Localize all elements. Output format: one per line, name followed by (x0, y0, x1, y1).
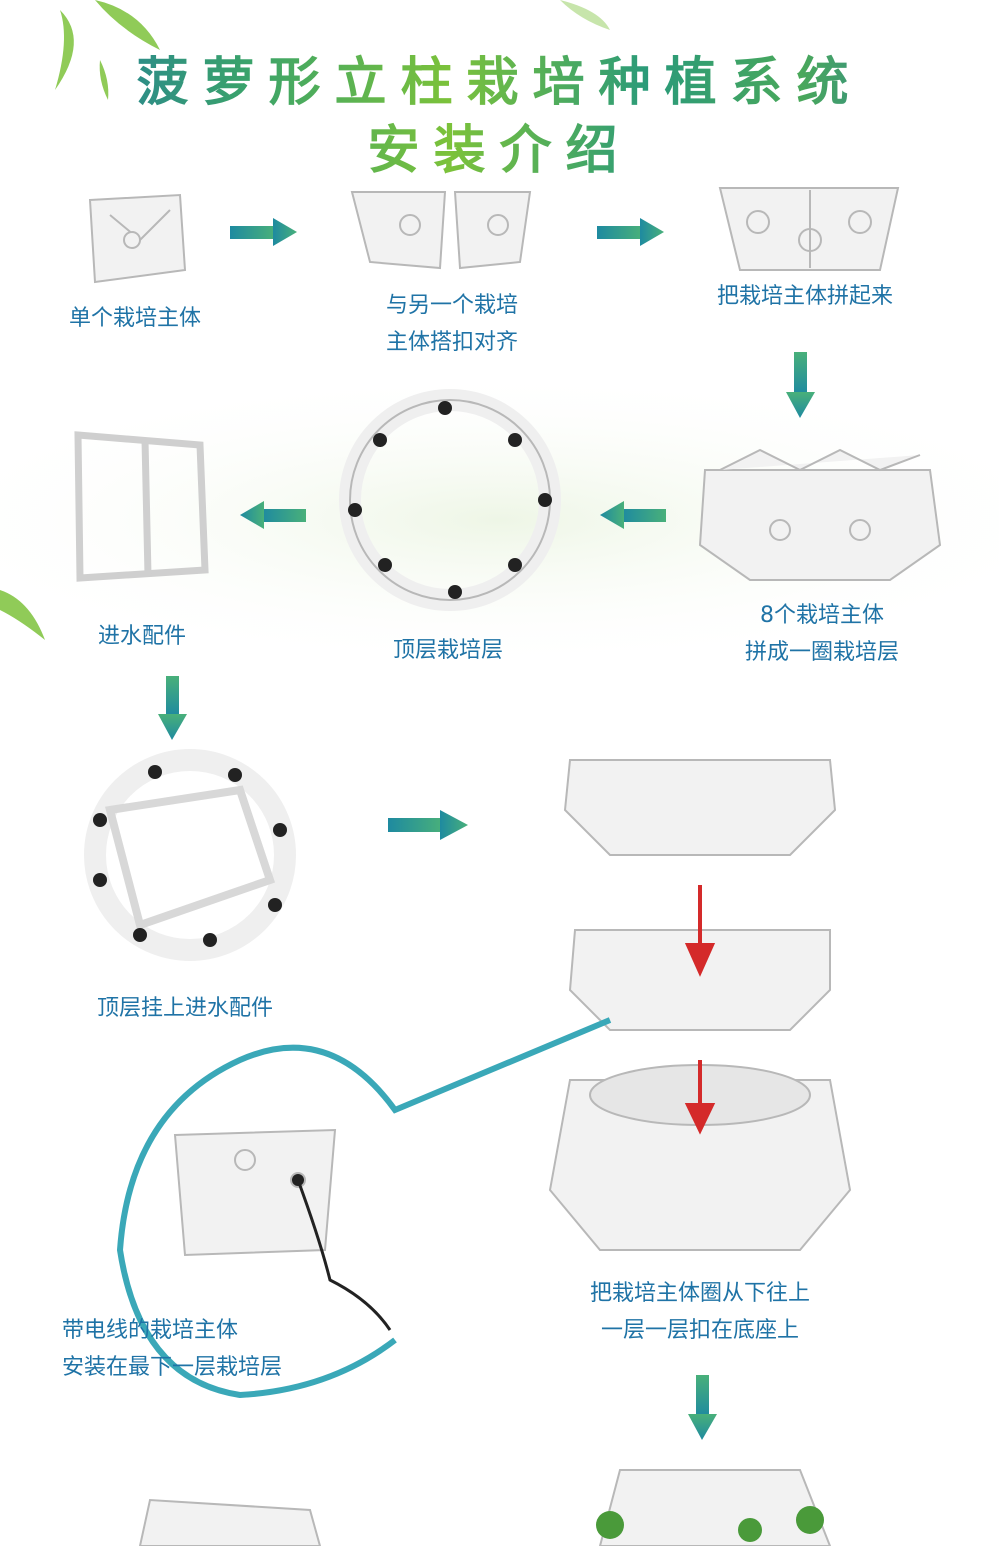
callout-bubble (116, 1017, 612, 1399)
joined-bodies-image (718, 187, 900, 271)
step-label: 单个栽培主体 (68, 306, 201, 331)
ring-tier-image (698, 448, 942, 581)
two-bodies-image (350, 191, 532, 270)
ring-with-frame-image (84, 749, 296, 961)
step-label: 8个栽培主体拼成一圈栽培层 (744, 603, 899, 665)
step-label: 进水配件 (97, 624, 186, 649)
arrow-down-icon (786, 352, 815, 418)
arrow-left-icon (240, 501, 306, 529)
step-label: 把栽培主体圈从下往上一层一层扣在底座上 (589, 1281, 810, 1343)
step-label: 顶层栽培层 (392, 638, 503, 663)
wired-body-image (173, 1128, 337, 1257)
water-inlet-frame-image (74, 431, 209, 582)
arrow-down-icon (158, 676, 187, 740)
step-label: 与另一个栽培主体搭扣对齐 (385, 293, 518, 355)
step-label: 顶层挂上进水配件 (96, 996, 273, 1021)
stacked-tower-image (548, 759, 852, 1251)
single-body-image (88, 193, 187, 284)
arrow-right-icon (230, 218, 297, 246)
page-subtitle: 安装介绍 (0, 108, 999, 183)
bamboo-leaf-icon (0, 0, 610, 640)
power-cord (296, 1179, 392, 1331)
arrow-down-icon (688, 1375, 717, 1440)
step-label: 把栽培主体拼起来 (716, 284, 893, 309)
top-ring-image (339, 389, 561, 611)
plant-icon (596, 1506, 824, 1542)
page-title: 菠萝形立柱栽培种植系统 (0, 40, 999, 115)
step-label: 带电线的栽培主体安装在最下一层栽培层 (62, 1318, 283, 1380)
arrow-right-icon (388, 810, 468, 840)
arrow-left-icon (600, 501, 666, 529)
arrow-right-icon (597, 218, 664, 246)
red-arrow-icon (684, 885, 716, 1135)
